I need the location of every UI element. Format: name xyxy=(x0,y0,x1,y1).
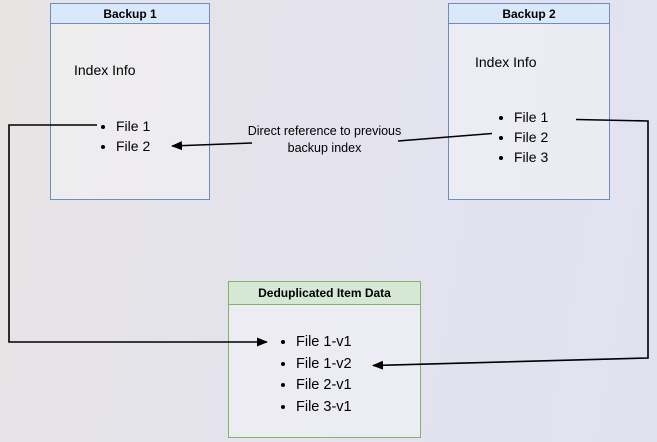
list-item: File 2-v1 xyxy=(296,375,352,397)
list-item: File 1 xyxy=(116,116,150,136)
backup2-subtitle: Index Info xyxy=(475,54,537,70)
backup2-header: Backup 2 xyxy=(449,4,609,24)
list-item: File 3 xyxy=(514,147,548,167)
backup1-header: Backup 1 xyxy=(51,4,209,24)
arrow-annotation: Direct reference to previous backup inde… xyxy=(247,124,402,155)
list-item: File 1 xyxy=(514,107,548,127)
list-item: File 2 xyxy=(116,136,150,156)
backup1-file-list: File 1 File 2 xyxy=(85,116,150,156)
backup2-box: Backup 2 Index Info File 1 File 2 File 3 xyxy=(448,3,610,200)
dedup-file-list: File 1-v1 File 1-v2 File 2-v1 File 3-v1 xyxy=(265,332,352,418)
backup2-file-list: File 1 File 2 File 3 xyxy=(483,107,548,167)
list-item: File 2 xyxy=(514,127,548,147)
list-item: File 1-v2 xyxy=(296,354,352,376)
list-item: File 1-v1 xyxy=(296,332,352,354)
dedup-box: Deduplicated Item Data File 1-v1 File 1-… xyxy=(228,281,421,438)
backup1-subtitle: Index Info xyxy=(74,62,136,78)
backup1-box: Backup 1 Index Info File 1 File 2 xyxy=(50,3,210,200)
list-item: File 3-v1 xyxy=(296,397,352,419)
dedup-header: Deduplicated Item Data xyxy=(229,282,420,305)
